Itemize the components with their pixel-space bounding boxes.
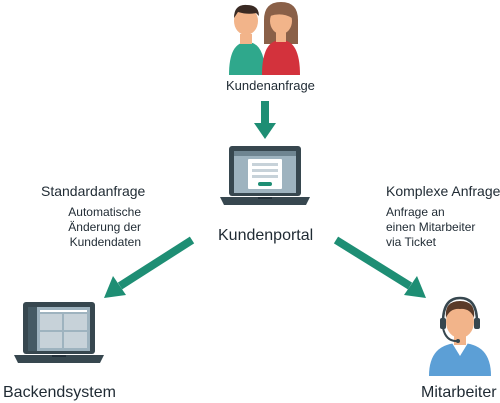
standard-request-description: Automatische Änderung der Kundendaten — [60, 205, 141, 250]
support-agent-icon — [429, 296, 491, 376]
arrow-portal-to-backend — [104, 236, 195, 298]
backend-label: Backendsystem — [3, 384, 116, 401]
description-line: Anfrage an — [386, 205, 445, 219]
arrow-portal-to-employee — [333, 236, 426, 298]
laptop-backend-icon — [14, 302, 104, 363]
employee-label: Mitarbeiter — [421, 384, 497, 401]
customers-icon — [229, 2, 300, 75]
description-line: einen Mitarbeiter — [386, 220, 476, 234]
description-line: Änderung der — [68, 220, 141, 234]
description-line: Automatische — [68, 205, 141, 219]
customers-label: Kundenanfrage — [226, 78, 315, 93]
portal-label: Kundenportal — [218, 227, 314, 244]
laptop-form-icon — [220, 146, 310, 205]
arrow-customers-to-portal — [254, 101, 276, 139]
complex-request-description: Anfrage an einen Mitarbeiter via Ticket — [386, 205, 475, 250]
complex-request-title: Komplexe Anfrage — [386, 183, 500, 199]
description-line: Kundendaten — [69, 235, 141, 249]
standard-request-title: Standardanfrage — [41, 183, 146, 199]
description-line: via Ticket — [386, 235, 437, 249]
